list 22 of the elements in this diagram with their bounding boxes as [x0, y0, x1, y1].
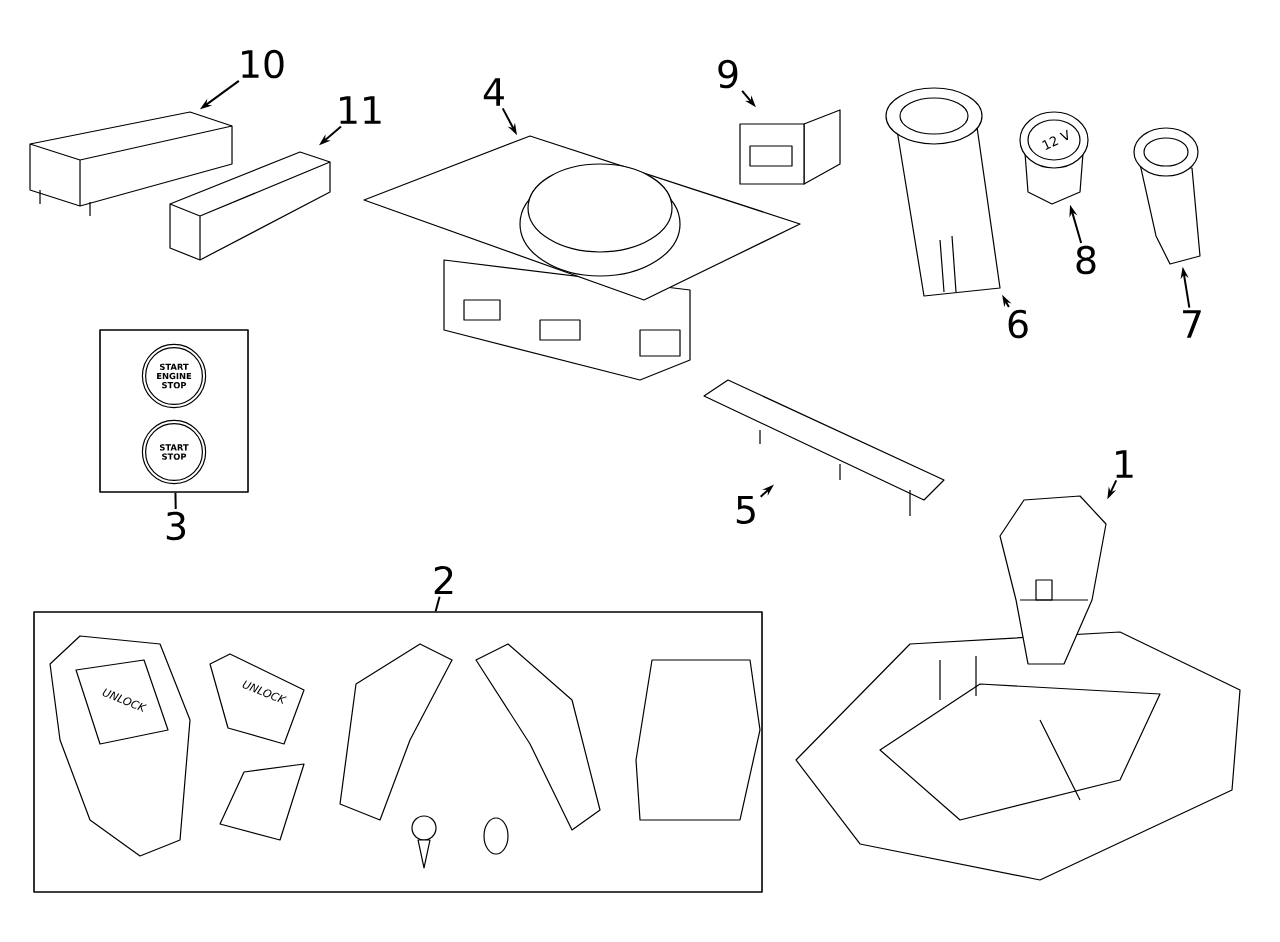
- button-box: [99, 329, 249, 493]
- button-panel-drawing: [29, 111, 233, 217]
- callout-number: 5: [736, 495, 755, 525]
- callout-number: 9: [718, 59, 738, 89]
- usb-port-drawing: [739, 109, 841, 185]
- callout-number: 11: [340, 96, 381, 124]
- socket-housing-drawing: [1133, 127, 1201, 265]
- callout-number: 10: [242, 49, 284, 79]
- power-socket-drawing: [885, 87, 1001, 297]
- leader-line: [174, 491, 177, 511]
- callout-number: 2: [434, 565, 453, 595]
- control-knob-drawing: [363, 135, 801, 381]
- callout-number: 8: [1076, 245, 1096, 275]
- callout-number: 6: [1008, 309, 1028, 339]
- leader-line: [434, 595, 441, 613]
- cover-drawing: [169, 151, 331, 261]
- kit-box: [33, 611, 763, 893]
- gear-shifter-drawing: [795, 495, 1241, 881]
- callout-number: 3: [166, 511, 186, 541]
- callout-number: 7: [1183, 310, 1201, 338]
- callout-number: 4: [483, 78, 504, 106]
- callout-number: 1: [1116, 450, 1133, 478]
